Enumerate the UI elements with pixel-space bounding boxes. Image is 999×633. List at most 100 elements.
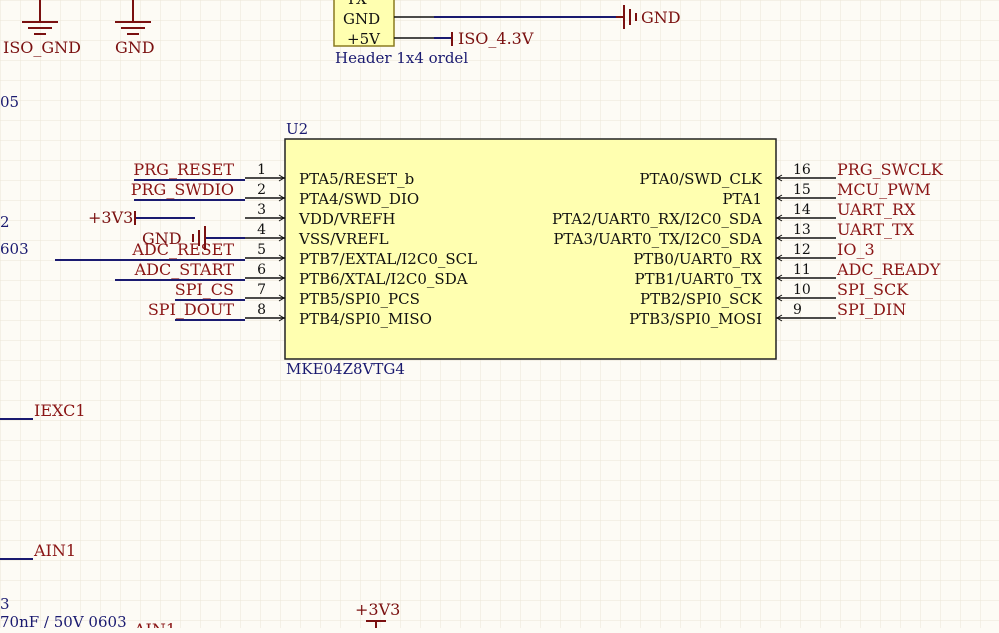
pin-name: PTA4/SWD_DIO [299, 190, 419, 208]
net-iexc1[interactable]: IEXC1 [0, 401, 86, 420]
pin-number: 12 [793, 242, 811, 258]
pin-arrow [776, 234, 783, 242]
pin-name: PTB0/UART0_RX [633, 250, 762, 268]
vdd-net-label: +3V3 [88, 208, 133, 227]
net-label: MCU_PWM [837, 180, 931, 199]
pin-name: PTB3/SPI0_MOSI [629, 310, 762, 328]
net-label: SPI_DOUT [148, 300, 234, 319]
header-component[interactable]: TX GND +5V Header 1x4 ordel [333, 0, 468, 67]
header-pin-gnd: GND [343, 10, 380, 28]
pin-name: PTB5/SPI0_PCS [299, 290, 420, 308]
net-label-ain1: AIN1 [33, 541, 76, 560]
pin-arrow [278, 314, 285, 322]
gnd-symbol[interactable]: GND [115, 0, 155, 57]
vdd-power-net[interactable]: +3V3 [88, 208, 195, 227]
pin-arrow [776, 294, 783, 302]
pin-name: PTA1 [722, 190, 762, 208]
vss-gnd-net[interactable]: GND [142, 226, 245, 250]
pin-number: 15 [793, 182, 811, 198]
net-label: UART_RX [837, 200, 916, 219]
designator-fragment: 3 [0, 595, 10, 613]
net-label: PRG_SWCLK [837, 160, 944, 179]
pin-number: 9 [793, 302, 802, 318]
pin-number: 4 [257, 222, 266, 238]
net-label: SPI_CS [175, 280, 234, 299]
pin-arrow [278, 214, 285, 222]
pin-number: 6 [257, 262, 266, 278]
pin-name: VDD/VREFH [298, 210, 396, 228]
pin-number: 10 [793, 282, 811, 298]
net-label-iexc1: IEXC1 [34, 401, 86, 420]
net-label: PRG_SWDIO [131, 180, 234, 199]
pin-number: 7 [257, 282, 266, 298]
pin-arrow [776, 194, 783, 202]
pin-arrow [278, 234, 285, 242]
bottom-3v3-label: +3V3 [355, 600, 400, 619]
pin-name: PTB7/EXTAL/I2C0_SCL [299, 250, 477, 268]
pin-arrow [278, 194, 285, 202]
net-label: ADC_READY [836, 260, 941, 279]
pin-arrow [278, 174, 285, 182]
pin-arrow [278, 294, 285, 302]
pin-name: PTB6/XTAL/I2C0_SDA [299, 270, 468, 288]
pin-name: PTB2/SPI0_SCK [640, 290, 763, 308]
net-label: ADC_RESET [131, 240, 234, 259]
net-label: IO_3 [837, 240, 875, 259]
pin-number: 14 [793, 202, 811, 218]
pin-arrow [776, 214, 783, 222]
pin-arrow [278, 274, 285, 282]
pin-arrow [776, 254, 783, 262]
pin-number: 13 [793, 222, 811, 238]
u2-body [284, 138, 777, 360]
net-label: UART_TX [837, 220, 915, 239]
pin-number: 8 [257, 302, 266, 318]
header-pin-5v: +5V [347, 30, 381, 48]
iso-gnd-label: ISO_GND [3, 38, 81, 57]
pin-number: 11 [793, 262, 811, 278]
pin-arrow [776, 314, 783, 322]
header-pin-tx: TX [346, 0, 367, 8]
gnd-symbol-iso[interactable]: ISO_GND [3, 0, 81, 57]
pin-number: 1 [257, 162, 266, 178]
net-label: ADC_START [134, 260, 235, 279]
header-iso-net[interactable]: ISO_4.3V [394, 29, 534, 48]
pin-number: 5 [257, 242, 266, 258]
pin-number: 16 [793, 162, 811, 178]
pin-name: PTA2/UART0_RX/I2C0_SDA [552, 210, 762, 228]
pin-name: PTA3/UART0_TX/I2C0_SDA [553, 230, 762, 248]
pin-name: VSS/VREFL [298, 230, 389, 248]
header-designator: Header 1x4 ordel [335, 49, 468, 67]
pin-arrow [278, 254, 285, 262]
header-gnd-net[interactable]: GND [394, 5, 681, 29]
net-label: SPI_SCK [837, 280, 909, 299]
u2-designator: U2 [286, 120, 308, 138]
net-ain1[interactable]: AIN1 [0, 541, 76, 560]
pin-arrow [776, 274, 783, 282]
cap-value-fragment: 70nF / 50V 0603 [0, 613, 127, 628]
pin-number: 2 [257, 182, 266, 198]
u2-part-number: MKE04Z8VTG4 [286, 360, 405, 378]
pin-name: PTB1/UART0_TX [635, 270, 763, 288]
header-gnd-label: GND [641, 8, 681, 27]
